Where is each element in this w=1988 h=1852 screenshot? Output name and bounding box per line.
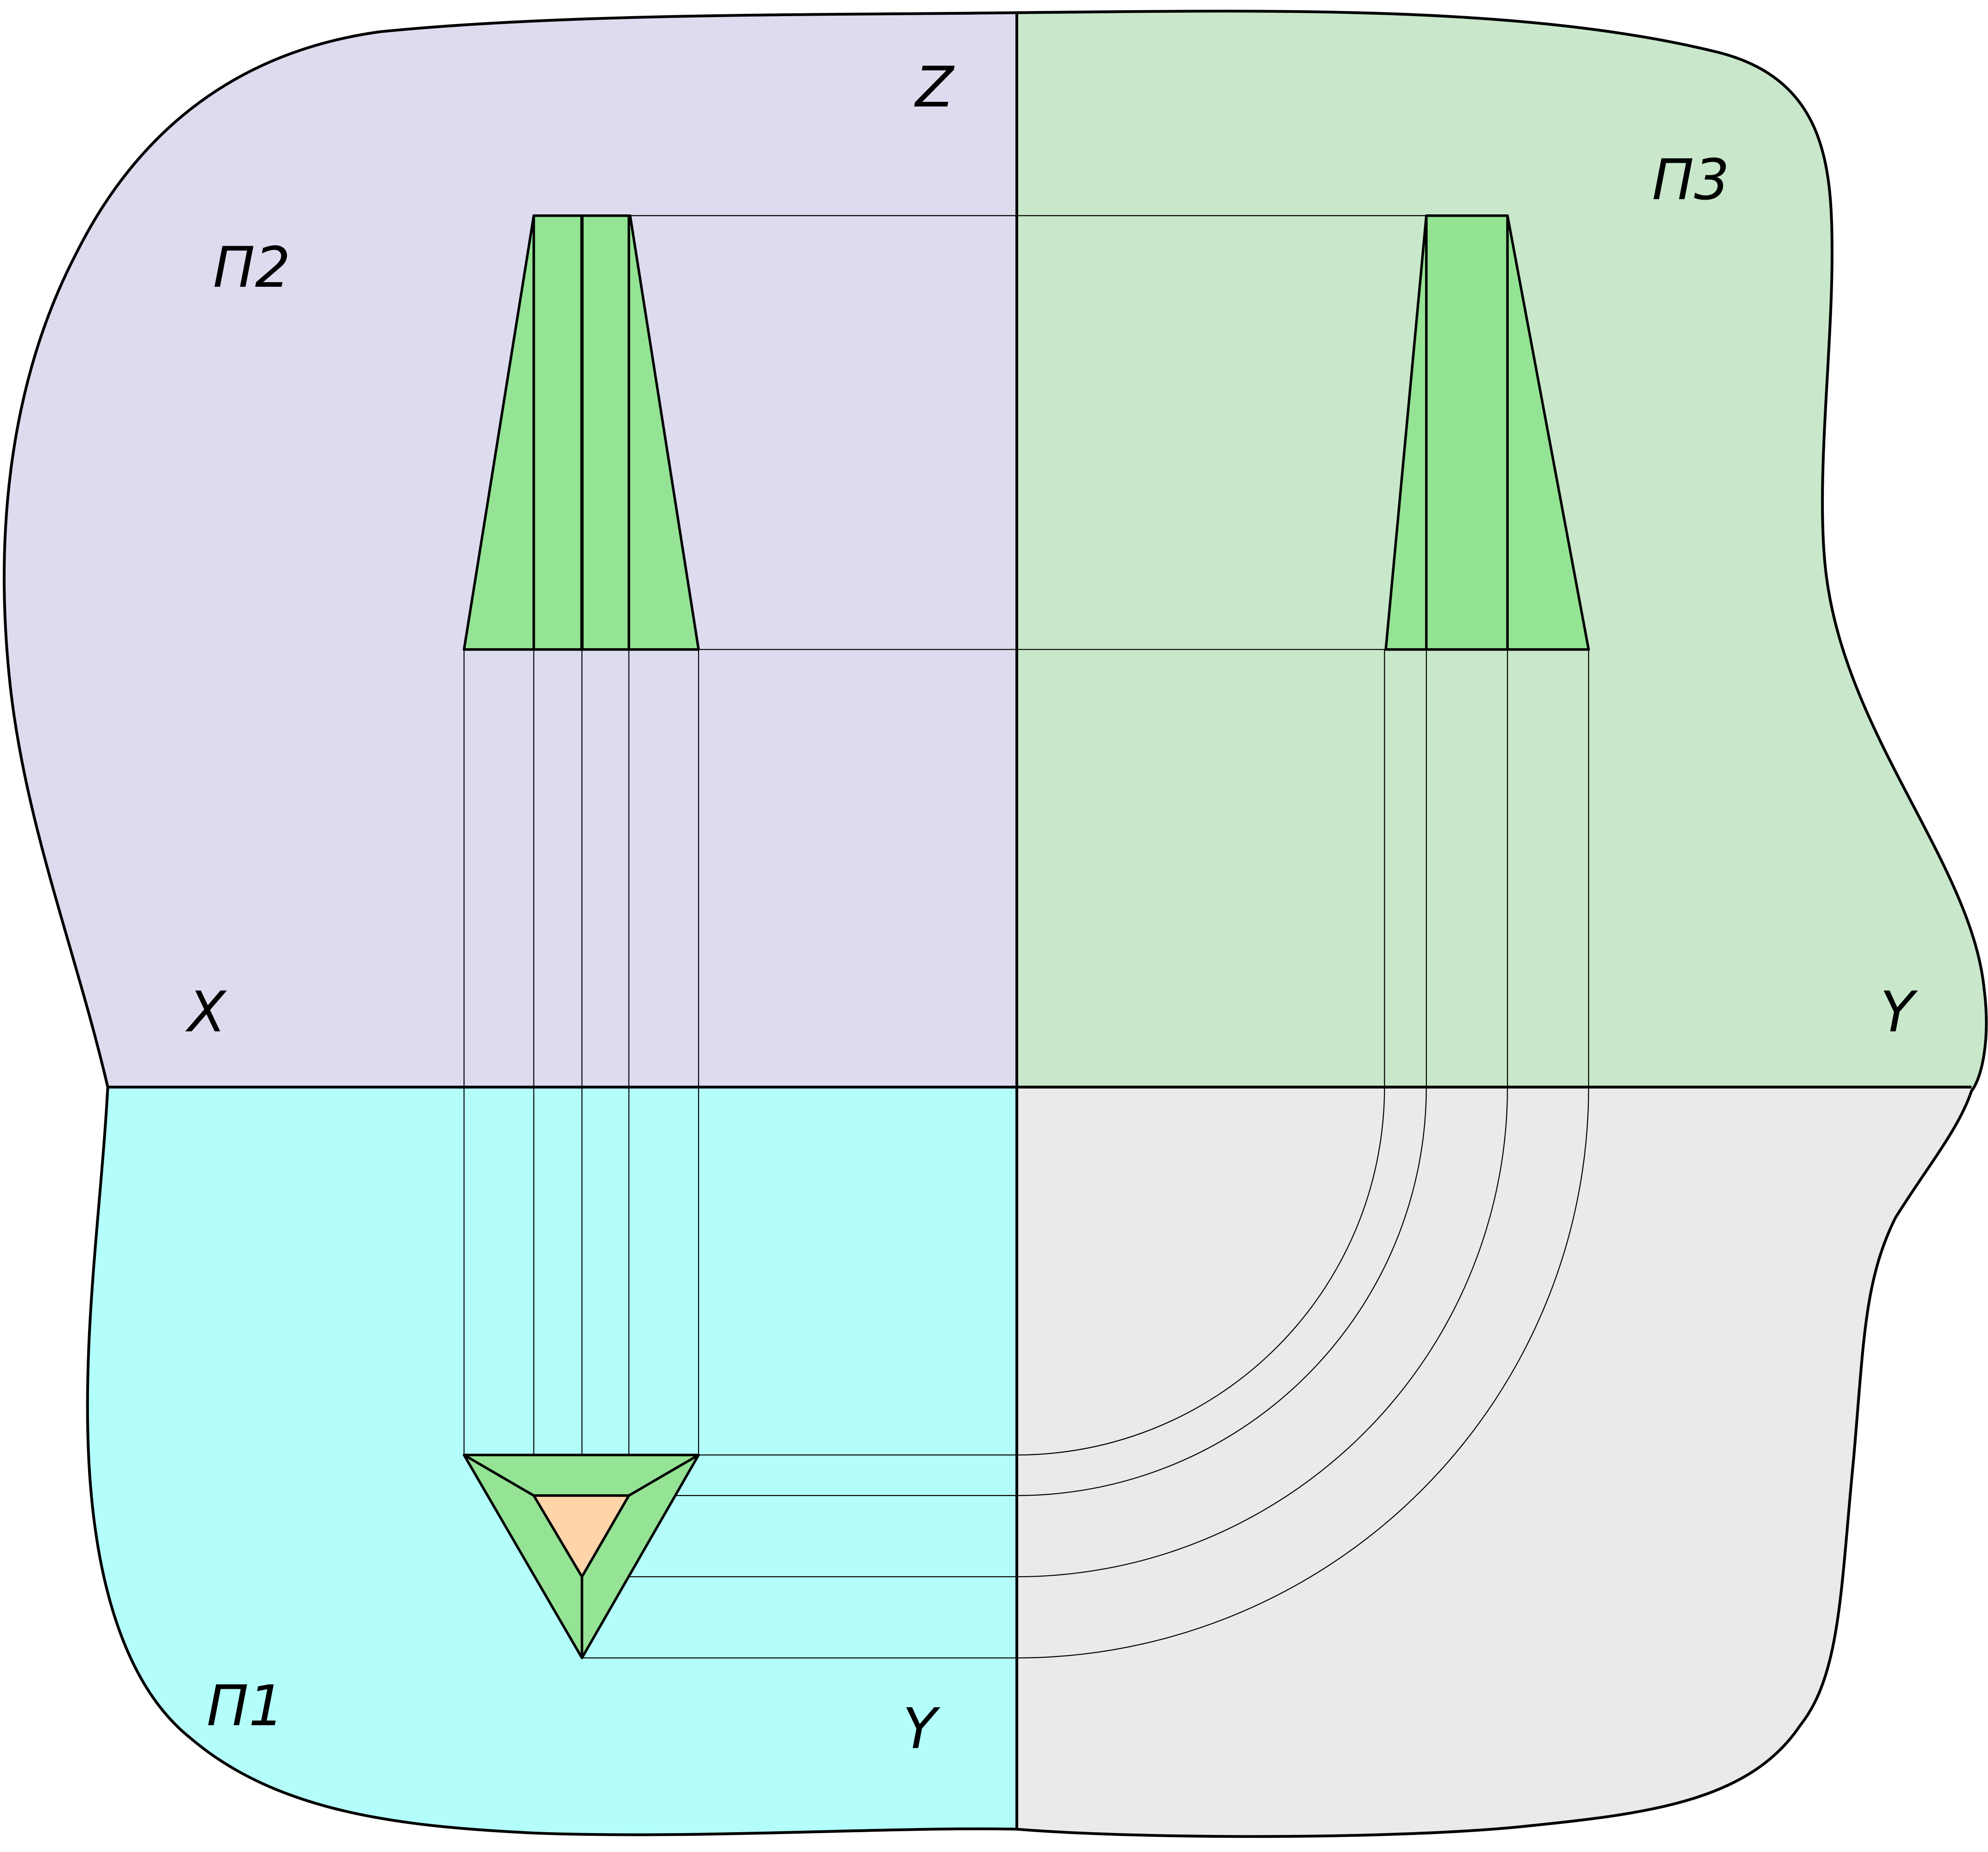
label-p1: П1 xyxy=(207,1674,284,1739)
projection-lines xyxy=(463,215,1590,1659)
profile-center-face xyxy=(1425,214,1509,651)
top-face-triangle xyxy=(532,1494,630,1578)
label-z: Z xyxy=(914,55,955,120)
label-x: X xyxy=(185,980,227,1045)
lateral-edge-right xyxy=(628,1454,700,1497)
label-y-bottom: Y xyxy=(903,1696,941,1761)
fourth-quadrant-region xyxy=(1016,1087,1987,1837)
label-y-right: Y xyxy=(1880,980,1918,1045)
axes xyxy=(107,12,1972,1829)
lateral-edge-left xyxy=(463,1454,534,1497)
horizontal-projection xyxy=(463,1454,700,1659)
sheet-outline xyxy=(3,10,1988,1838)
label-p3: П3 xyxy=(1652,148,1729,213)
frontal-projection xyxy=(463,214,700,651)
profile-projection xyxy=(1384,214,1590,651)
label-p2: П2 xyxy=(213,235,291,300)
